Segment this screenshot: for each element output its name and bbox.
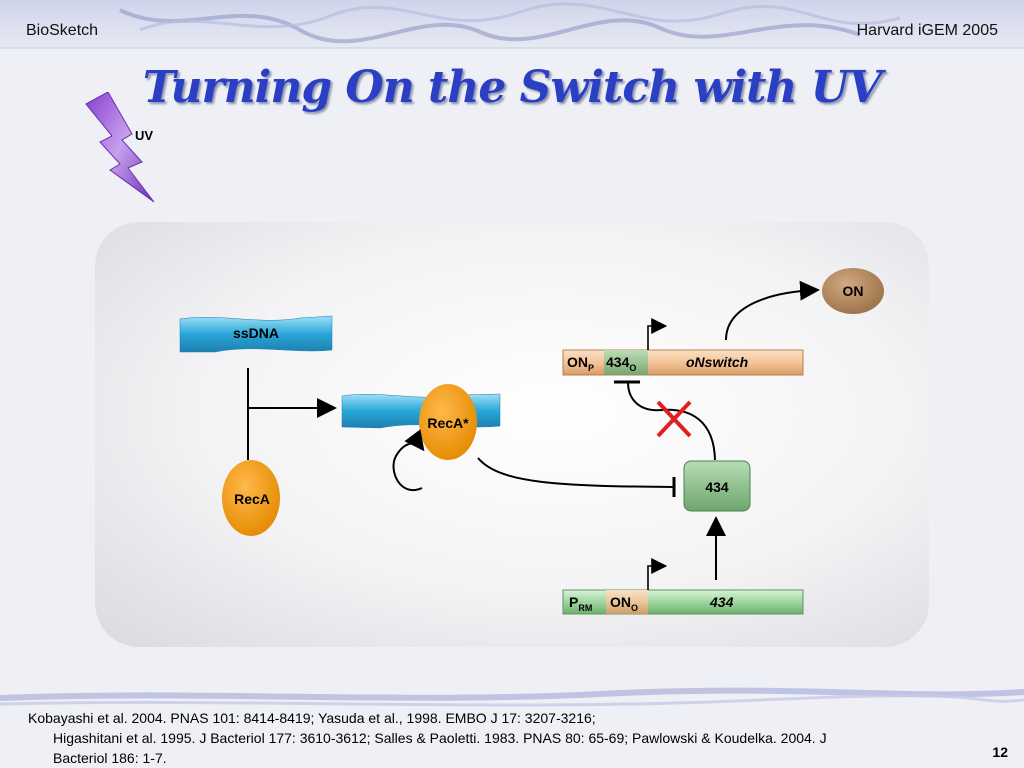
- reca-star-node: [419, 384, 477, 460]
- top-operator-segment: [604, 350, 648, 375]
- reca-star-inhibits-434: [477, 457, 675, 488]
- uv-label: UV: [135, 128, 154, 143]
- bottom-operator-segment: [606, 590, 648, 614]
- page-number: 12: [992, 744, 1008, 760]
- reference-line: Kobayashi et al. 2004. PNAS 101: 8414-84…: [28, 710, 596, 726]
- top-promoter-arrow: [647, 318, 668, 350]
- reca-node: [222, 460, 280, 536]
- reca-star-self-loop: [392, 429, 425, 491]
- protein-434-box: [683, 460, 751, 512]
- header-right-text: Harvard iGEM 2005: [856, 22, 998, 39]
- reference-line: Higashitani et al. 1995. J Bacteriol 177…: [53, 730, 827, 746]
- bottom-gene-label: 434: [710, 594, 734, 610]
- references: Kobayashi et al. 2004. PNAS 101: 8414-84…: [28, 708, 988, 768]
- header-left-text: BioSketch: [26, 22, 99, 39]
- top-promoter-label: ONP: [567, 354, 595, 373]
- top-construct-bar: [562, 349, 804, 376]
- bottom-promoter-arrow: [647, 558, 668, 590]
- lightning-bolt-icon: [85, 92, 155, 203]
- top-operator-label: 434O: [606, 354, 637, 373]
- slide-title: Turning On the Switch with UV: [142, 62, 882, 113]
- on-output-arrow: [725, 280, 820, 341]
- on-output-label: ON: [842, 283, 864, 299]
- ssdna-strand: [179, 315, 333, 353]
- bottom-construct-bar: [562, 589, 804, 615]
- top-gene-label: oNswitch: [686, 354, 749, 370]
- reca-label: RecA: [234, 491, 270, 507]
- bottom-promoter-label: PRM: [569, 594, 593, 613]
- on-node: [822, 268, 884, 314]
- repression-line-434: [627, 381, 716, 461]
- protein-434-label: 434: [705, 479, 729, 495]
- reca-star-label: RecA*: [427, 415, 469, 431]
- reference-line: Bacteriol 186: 1-7.: [53, 750, 167, 766]
- ssdna-label: ssDNA: [233, 325, 279, 341]
- bottom-operator-label: ONO: [610, 594, 639, 613]
- blocked-x-icon: [656, 400, 692, 438]
